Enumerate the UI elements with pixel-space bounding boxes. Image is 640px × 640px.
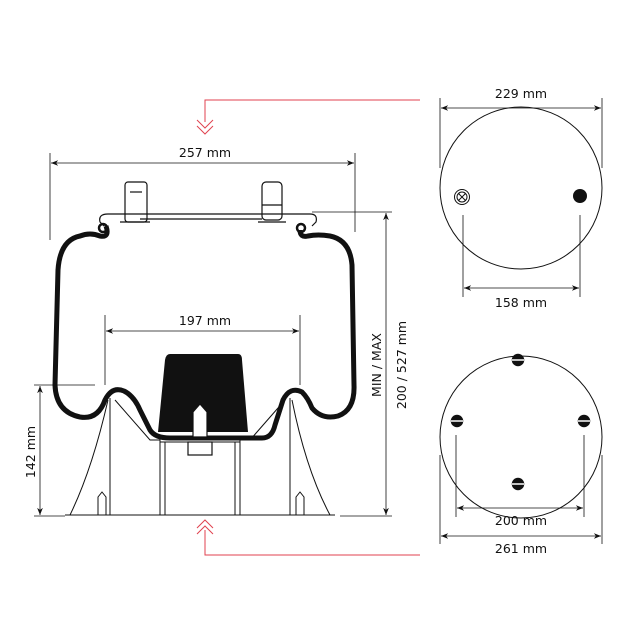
- mounting-hole-icon: [450, 414, 464, 428]
- center-bolt: [187, 403, 213, 456]
- inner-width-label: 197 mm: [179, 313, 231, 328]
- hole-circle-label: 200 mm: [495, 513, 547, 528]
- side-dimensions: [34, 153, 392, 517]
- air-fitting-icon: [454, 189, 470, 205]
- top-diameter-label: 229 mm: [495, 86, 547, 101]
- bellows: [52, 225, 357, 441]
- mounting-holes: [450, 353, 591, 491]
- bottom-diameter-label: 261 mm: [495, 541, 547, 556]
- mounting-hole-icon: [577, 414, 591, 428]
- base-height-label: 142 mm: [23, 426, 38, 478]
- top-plate: [99, 181, 317, 227]
- top-view-indicator: [196, 99, 420, 135]
- side-view: [52, 181, 357, 516]
- top-view: [439, 98, 603, 297]
- pedestal: [65, 398, 335, 516]
- bolt-hole: [573, 189, 587, 203]
- height-values-label: 200 / 527 mm: [394, 321, 409, 409]
- hole-spacing-label: 158 mm: [495, 295, 547, 310]
- width-label: 257 mm: [179, 145, 231, 160]
- piston-bumper: [158, 354, 248, 432]
- height-minmax-label: MIN / MAX: [369, 333, 384, 397]
- mounting-hole-icon: [511, 477, 525, 491]
- bottom-view-indicator: [196, 519, 420, 556]
- bottom-view: [439, 353, 603, 544]
- mounting-hole-icon: [511, 353, 525, 367]
